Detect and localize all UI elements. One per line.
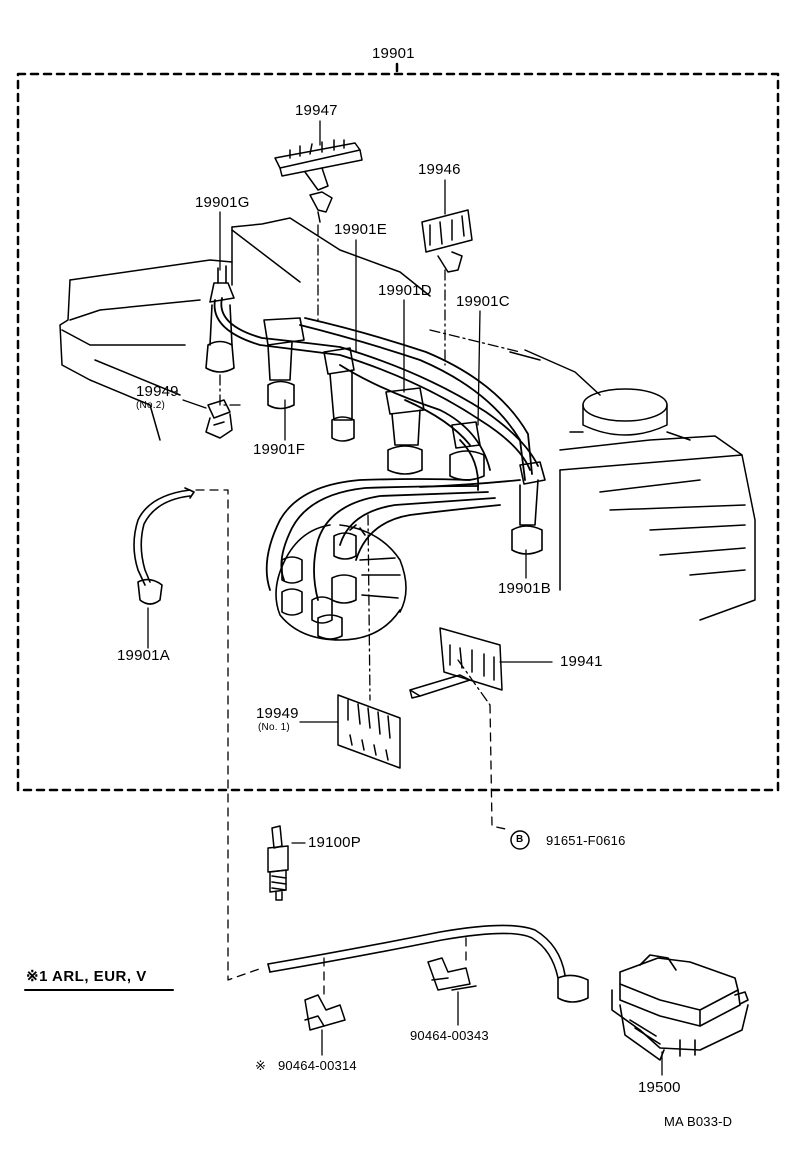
clamp-19947	[274, 139, 363, 223]
clamp-19946	[421, 209, 473, 273]
label-19949-no2-sub: (No.2)	[136, 400, 165, 411]
label-19901: 19901	[372, 45, 415, 62]
plug-boots	[205, 265, 546, 555]
label-19941: 19941	[560, 653, 603, 670]
leader-19949-no2	[182, 399, 207, 409]
label-bolt-marker: B	[516, 834, 524, 845]
label-19100p: 19100P	[308, 834, 361, 851]
label-19949-no2: 19949	[136, 383, 179, 400]
label-19901c: 19901C	[456, 293, 510, 310]
clamp-19949-no2	[205, 399, 233, 439]
leader-bolt	[489, 704, 511, 831]
assembly-dashdot-lines	[219, 224, 521, 706]
label-19949-no1: 19949	[256, 705, 299, 722]
label-19901e: 19901E	[334, 221, 387, 238]
label-19901a: 19901A	[117, 647, 170, 664]
assembly-frame	[16, 62, 780, 792]
clamp-90464-00343	[427, 957, 477, 991]
clamp-19941	[409, 627, 503, 699]
label-note-arl-eur-v: ※1 ARL, EUR, V	[26, 968, 147, 985]
engine-outline	[59, 217, 756, 621]
spark-plug-19100p	[267, 825, 289, 901]
leader-19901a-dashed	[195, 489, 263, 981]
label-diagram-code: MA B033-D	[664, 1114, 733, 1129]
clamp-19949-no1	[337, 694, 401, 769]
label-19947: 19947	[295, 102, 338, 119]
ignition-coil-19500	[611, 954, 749, 1061]
coil-lead-19901a	[133, 487, 195, 605]
label-91651-f0616: 91651-F0616	[546, 833, 626, 848]
label-90464-00314: 90464-00314	[278, 1058, 357, 1073]
label-19901b: 19901B	[498, 580, 551, 597]
label-90464-00343: 90464-00343	[410, 1028, 489, 1043]
label-00314-marker: ※	[255, 1058, 267, 1073]
clamp-90464-00314	[304, 994, 346, 1031]
distributor-cap	[275, 524, 407, 641]
label-19901f: 19901F	[253, 441, 306, 458]
label-19901d: 19901D	[378, 282, 432, 299]
label-19946: 19946	[418, 161, 461, 178]
upper-leaders	[219, 211, 527, 579]
label-19949-no1-sub: (No. 1)	[258, 722, 290, 733]
label-19500: 19500	[638, 1079, 681, 1096]
label-19901g: 19901G	[195, 194, 250, 211]
coil-lead-lower	[267, 924, 589, 1003]
bolt-marker-circle	[510, 830, 530, 850]
